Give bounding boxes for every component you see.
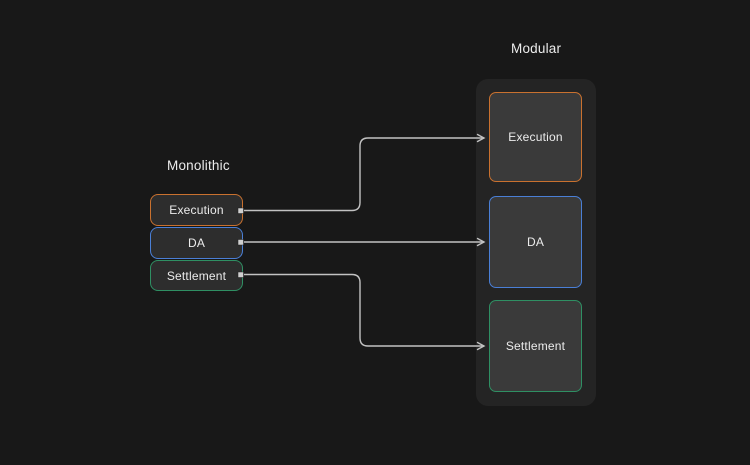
connector-execution-arrow	[244, 133, 486, 212]
monolithic-settlement-node: Settlement	[150, 260, 243, 291]
monolithic-execution-label: Execution	[169, 203, 224, 217]
monolithic-da-node: DA	[150, 227, 243, 259]
modular-title: Modular	[511, 41, 562, 56]
monolithic-title: Monolithic	[167, 158, 230, 173]
monolithic-settlement-label: Settlement	[166, 268, 227, 283]
monolithic-execution-node: Execution	[150, 194, 243, 226]
connector-settlement-arrow	[244, 273, 486, 351]
modular-da-node: DA	[489, 196, 582, 288]
modular-settlement-node: Settlement	[489, 300, 582, 392]
monolithic-da-label: DA	[187, 236, 206, 250]
modular-execution-node: Execution	[489, 92, 582, 182]
modular-execution-label: Execution	[508, 130, 563, 144]
modular-settlement-label: Settlement	[505, 339, 566, 353]
modular-da-label: DA	[526, 235, 545, 249]
